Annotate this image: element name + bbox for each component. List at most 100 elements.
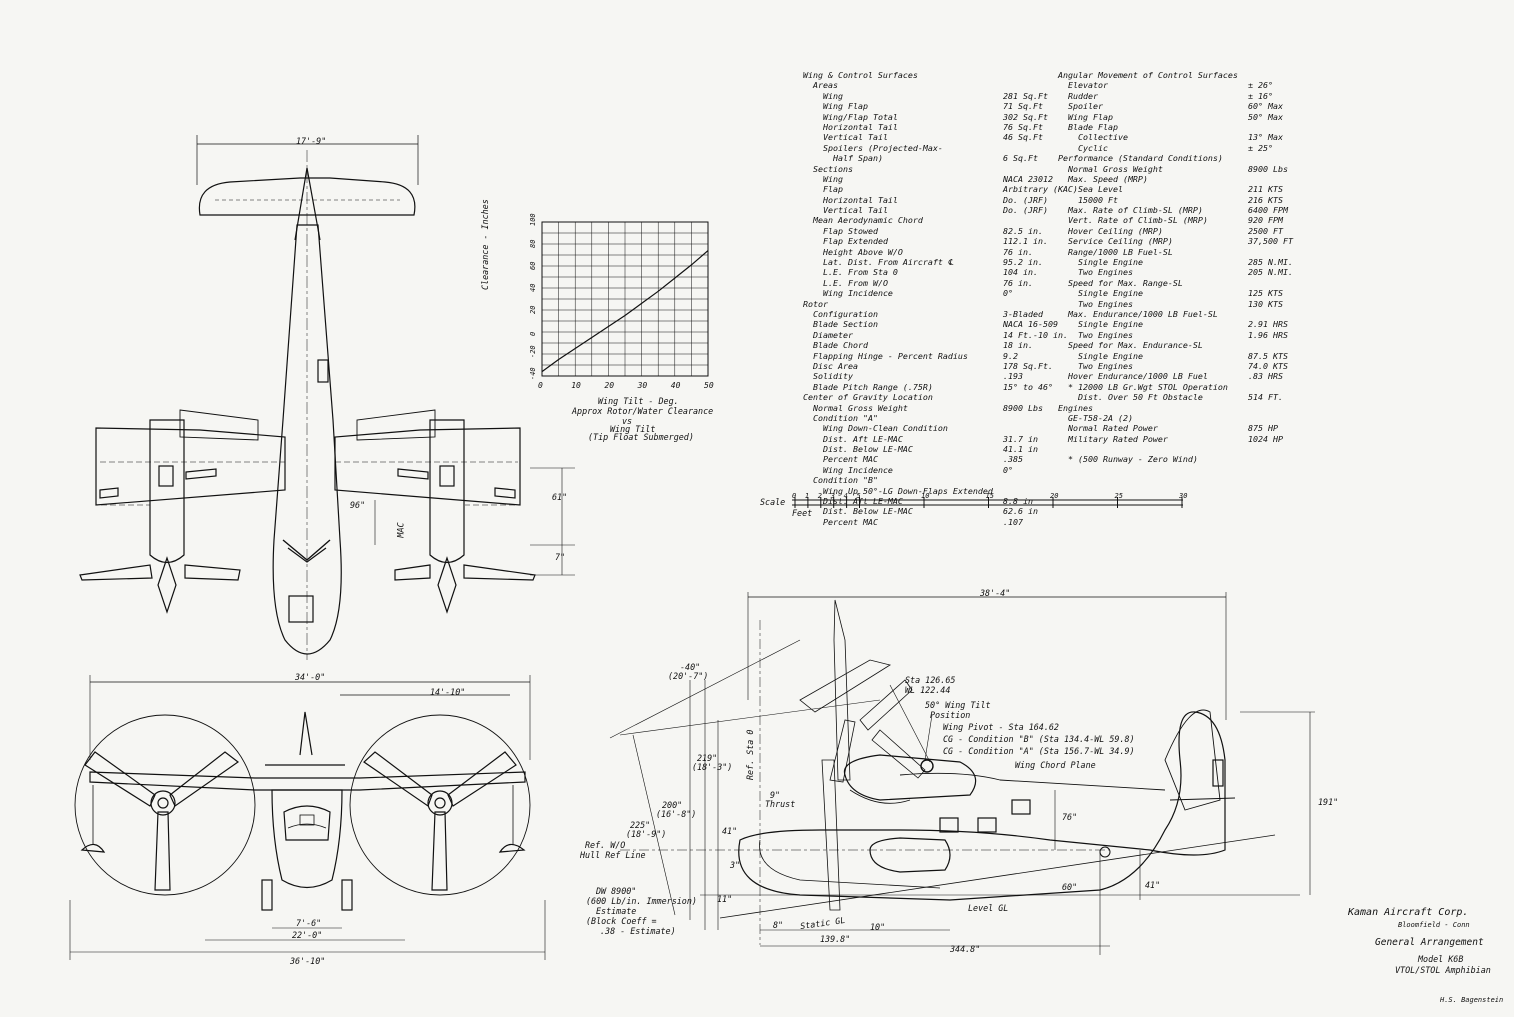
spec-value [1248, 309, 1338, 319]
spec-key: Condition "B" [813, 475, 878, 486]
spec-row: Single Engine 285 N.MI. [1058, 257, 1338, 267]
spec-key: Two Engines [1078, 360, 1133, 371]
spec-value: 95.2 in. [1003, 257, 1043, 268]
spec-row: Solidity.193 [803, 371, 1093, 381]
spec-value [1248, 403, 1338, 413]
spec-key: Wing Incidence [823, 464, 893, 475]
spec-value: 74.0 KTS [1248, 360, 1288, 371]
callout-cg-a: CG - Condition "A" (Sta 156.7-WL 34.9) [943, 746, 1135, 756]
spec-value: 2500 FT [1248, 225, 1283, 236]
spec-key: Spoilers (Projected-Max- [823, 142, 943, 153]
spec-key: Single Engine [1078, 257, 1143, 268]
spec-value: 130 KTS [1248, 298, 1283, 309]
dim-139: 139.8" [820, 934, 851, 944]
spec-key: Speed for Max. Range-SL [1068, 277, 1183, 288]
callout-ref-wo: Ref. W/O [585, 840, 626, 850]
spec-row: Hover Ceiling (MRP) 2500 FT [1058, 226, 1338, 236]
spec-value: 76 in. [1003, 277, 1033, 288]
spec-key: Disc Area [813, 360, 858, 371]
spec-key: Wing [823, 90, 843, 101]
spec-value: 281 Sq.Ft [1003, 90, 1048, 101]
dim-7-6: 7'-6" [296, 918, 322, 928]
chart-y-tick: 80 [529, 240, 537, 248]
spec-value: 1024 HP [1248, 433, 1283, 444]
callout-position: Position [930, 710, 971, 720]
spec-key: Max. Rate of Climb-SL (MRP) [1068, 205, 1203, 216]
spec-value: ± 16° [1248, 90, 1273, 101]
spec-row [1058, 444, 1338, 454]
dim-side-length: 38'-4" [980, 588, 1011, 598]
spec-key: Hover Ceiling (MRP) [1068, 225, 1163, 236]
spec-key: Configuration [813, 308, 878, 319]
spec-value: 15° to 46° [1003, 381, 1053, 392]
spec-value: 71 Sq.Ft [1003, 101, 1043, 112]
spec-value: NACA 16-509 [1003, 319, 1058, 330]
spec-row: Vert. Rate of Climb-SL (MRP)920 FPM [1058, 215, 1338, 225]
spec-row: Engines [1058, 403, 1338, 413]
spec-value: 50° Max [1248, 111, 1283, 122]
chart-y-tick: 0 [529, 332, 537, 336]
chart-y-tick: -20 [529, 345, 537, 358]
spec-key: Wing/Flap Total [823, 111, 898, 122]
spec-value: 13° Max [1248, 132, 1283, 143]
spec-key: Two Engines [1078, 329, 1133, 340]
spec-key: Wing Incidence [823, 288, 893, 299]
callout-tilt: 50° Wing Tilt [925, 700, 991, 710]
scale-tick-label: 30 [1178, 492, 1187, 500]
dim-344: 344.8" [950, 944, 981, 954]
spec-key: Military Rated Power [1068, 433, 1168, 444]
dim-8: 8" [773, 920, 784, 930]
spec-value: 285 N.MI. [1248, 257, 1293, 268]
spec-value: 60° Max [1248, 101, 1283, 112]
spec-value: 216 KTS [1248, 194, 1283, 205]
title-signature: H.S. Bagenstein [1440, 996, 1504, 1004]
callout-wl: WL 122.44 [905, 685, 951, 695]
spec-value: 76 Sq.Ft [1003, 121, 1043, 132]
spec-key: Dist. Below LE-MAC [823, 444, 913, 455]
spec-row: Sections [803, 164, 1093, 174]
spec-key: Horizontal Tail [823, 121, 898, 132]
spec-key: Engines [1058, 402, 1093, 413]
callout-pivot: Wing Pivot - Sta 164.62 [943, 722, 1059, 732]
spec-value: 6400 FPM [1248, 205, 1288, 216]
spec-row: Percent MAC.107 [803, 517, 1093, 527]
spec-key: Vertical Tail [823, 205, 888, 216]
spec-key: Wing Flap [823, 101, 868, 112]
spec-key: Wing Down-Clean Condition [823, 423, 948, 434]
spec-key: Blade Chord [813, 340, 868, 351]
spec-key: Flap Extended [823, 236, 888, 247]
title-model: Model K6B [1418, 954, 1464, 964]
spec-key: Height Above W/O [823, 246, 903, 257]
spec-key: Areas [813, 80, 838, 91]
spec-row: Condition "B" [803, 475, 1093, 485]
callout-sta: Sta 126.65 [905, 675, 956, 685]
spec-row: Max. Endurance/1000 LB Fuel-SL [1058, 309, 1338, 319]
spec-key: Normal Gross Weight [813, 402, 908, 413]
dim-top-span: 17'-9" [296, 136, 327, 146]
dim-7: 7" [555, 552, 566, 562]
spec-value: 76 in. [1003, 246, 1033, 257]
dim-9: 9" [770, 790, 781, 800]
spec-row: Horizontal Tail 76 Sq.Ft [803, 122, 1093, 132]
callout-hull: Hull Ref Line [580, 850, 646, 860]
dim-219b: (18'-3") [692, 762, 733, 772]
dim-41b: 41" [1145, 880, 1161, 890]
spec-row: Wing & Control Surfaces [803, 70, 1093, 80]
spec-key: Dist. Aft LE-MAC [823, 496, 903, 507]
